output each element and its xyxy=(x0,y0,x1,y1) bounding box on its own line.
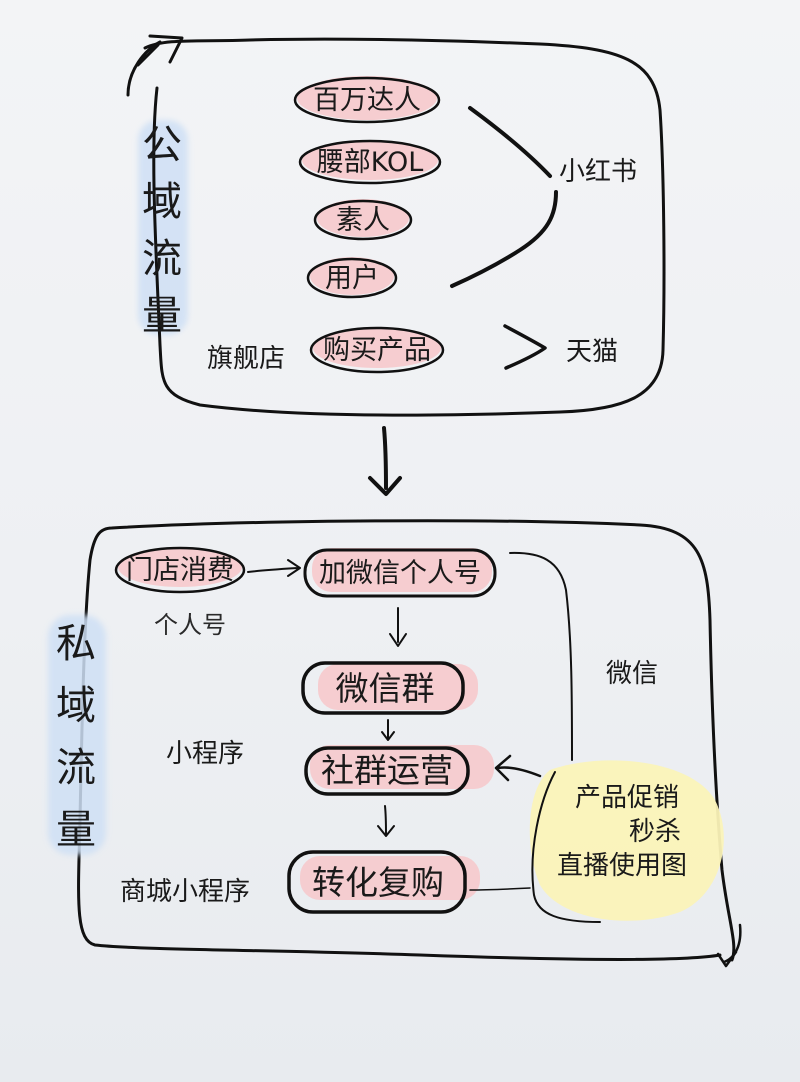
line-conversion-to-promo xyxy=(469,887,531,891)
arrow-group-to-community xyxy=(381,719,395,741)
private-title-char-1: 私 xyxy=(56,621,96,667)
node-conversion-repurchase-label: 转化复购 xyxy=(312,863,444,902)
node-conversion-repurchase: 转化复购 xyxy=(287,850,480,914)
node-add-wechat-label: 加微信个人号 xyxy=(319,558,481,589)
private-domain-outline xyxy=(77,519,736,962)
personal-account-label: 个人号 xyxy=(154,611,226,639)
private-end-arrow xyxy=(716,923,742,968)
arrow-store-to-wechat xyxy=(247,559,301,577)
node-add-wechat: 加微信个人号 xyxy=(303,548,497,598)
node-community-operation: 社群运营 xyxy=(304,745,494,796)
kol-bracket xyxy=(450,106,558,288)
private-title-char-2: 域 xyxy=(56,683,96,729)
node-ordinary-people-label: 素人 xyxy=(336,205,390,236)
arrow-promo-to-community xyxy=(494,754,542,782)
start-arrow-doodle xyxy=(126,34,184,97)
private-title-char-3: 流 xyxy=(56,745,96,791)
promo-line-3: 直播使用图 xyxy=(557,851,687,881)
node-store-consumption-label: 门店消费 xyxy=(126,555,234,586)
node-users: 用户 xyxy=(306,257,398,299)
node-wechat-group-label: 微信群 xyxy=(336,669,435,708)
node-purchase-product-label: 购买产品 xyxy=(323,335,431,366)
node-ordinary-people: 素人 xyxy=(313,199,413,241)
public-title-char-3: 流 xyxy=(142,236,182,282)
wechat-label: 微信 xyxy=(606,659,658,689)
promo-line-1: 产品促销 xyxy=(575,783,679,813)
node-mid-tier-kol-label: 腰部KOL xyxy=(317,147,424,178)
promo-highlight xyxy=(529,760,724,921)
private-title-char-4: 量 xyxy=(56,807,96,853)
down-arrow xyxy=(368,426,402,496)
public-domain-outline xyxy=(143,37,666,417)
node-purchase-product: 购买产品 xyxy=(309,326,445,374)
promo-outline xyxy=(531,771,601,923)
xiaohongshu-label: 小红书 xyxy=(559,157,637,187)
node-million-influencers: 百万达人 xyxy=(293,76,441,124)
public-domain-section: 公 域 流 量 百万达人 腰部KOL 素人 用户 小红书 xyxy=(126,34,666,417)
private-title-highlight xyxy=(48,615,106,855)
public-title-char-4: 量 xyxy=(142,293,182,339)
node-million-influencers-label: 百万达人 xyxy=(313,85,421,116)
mini-program-label: 小程序 xyxy=(166,739,244,769)
arrow-community-to-conversion xyxy=(377,805,395,837)
flagship-store-label: 旗舰店 xyxy=(207,344,285,374)
tmall-arrow xyxy=(503,324,547,370)
public-title-char-2: 域 xyxy=(142,179,182,225)
node-mid-tier-kol: 腰部KOL xyxy=(298,139,442,185)
public-title-highlight xyxy=(138,120,188,335)
node-users-label: 用户 xyxy=(325,263,379,294)
node-wechat-group: 微信群 xyxy=(301,661,478,715)
private-domain-section: 私 域 流 量 门店消费 个人号 加微信个人号 微信群 小程序 xyxy=(48,519,742,968)
public-title-char-1: 公 xyxy=(142,122,182,168)
promo-line-2: 秒杀 xyxy=(629,817,681,847)
tmall-label: 天猫 xyxy=(566,337,618,367)
wechat-loop-line xyxy=(509,551,573,761)
mall-mini-program-label: 商城小程序 xyxy=(120,877,250,907)
arrow-wechat-to-group xyxy=(389,607,407,647)
node-community-operation-label: 社群运营 xyxy=(321,751,453,790)
node-store-consumption: 门店消费 xyxy=(114,546,246,594)
